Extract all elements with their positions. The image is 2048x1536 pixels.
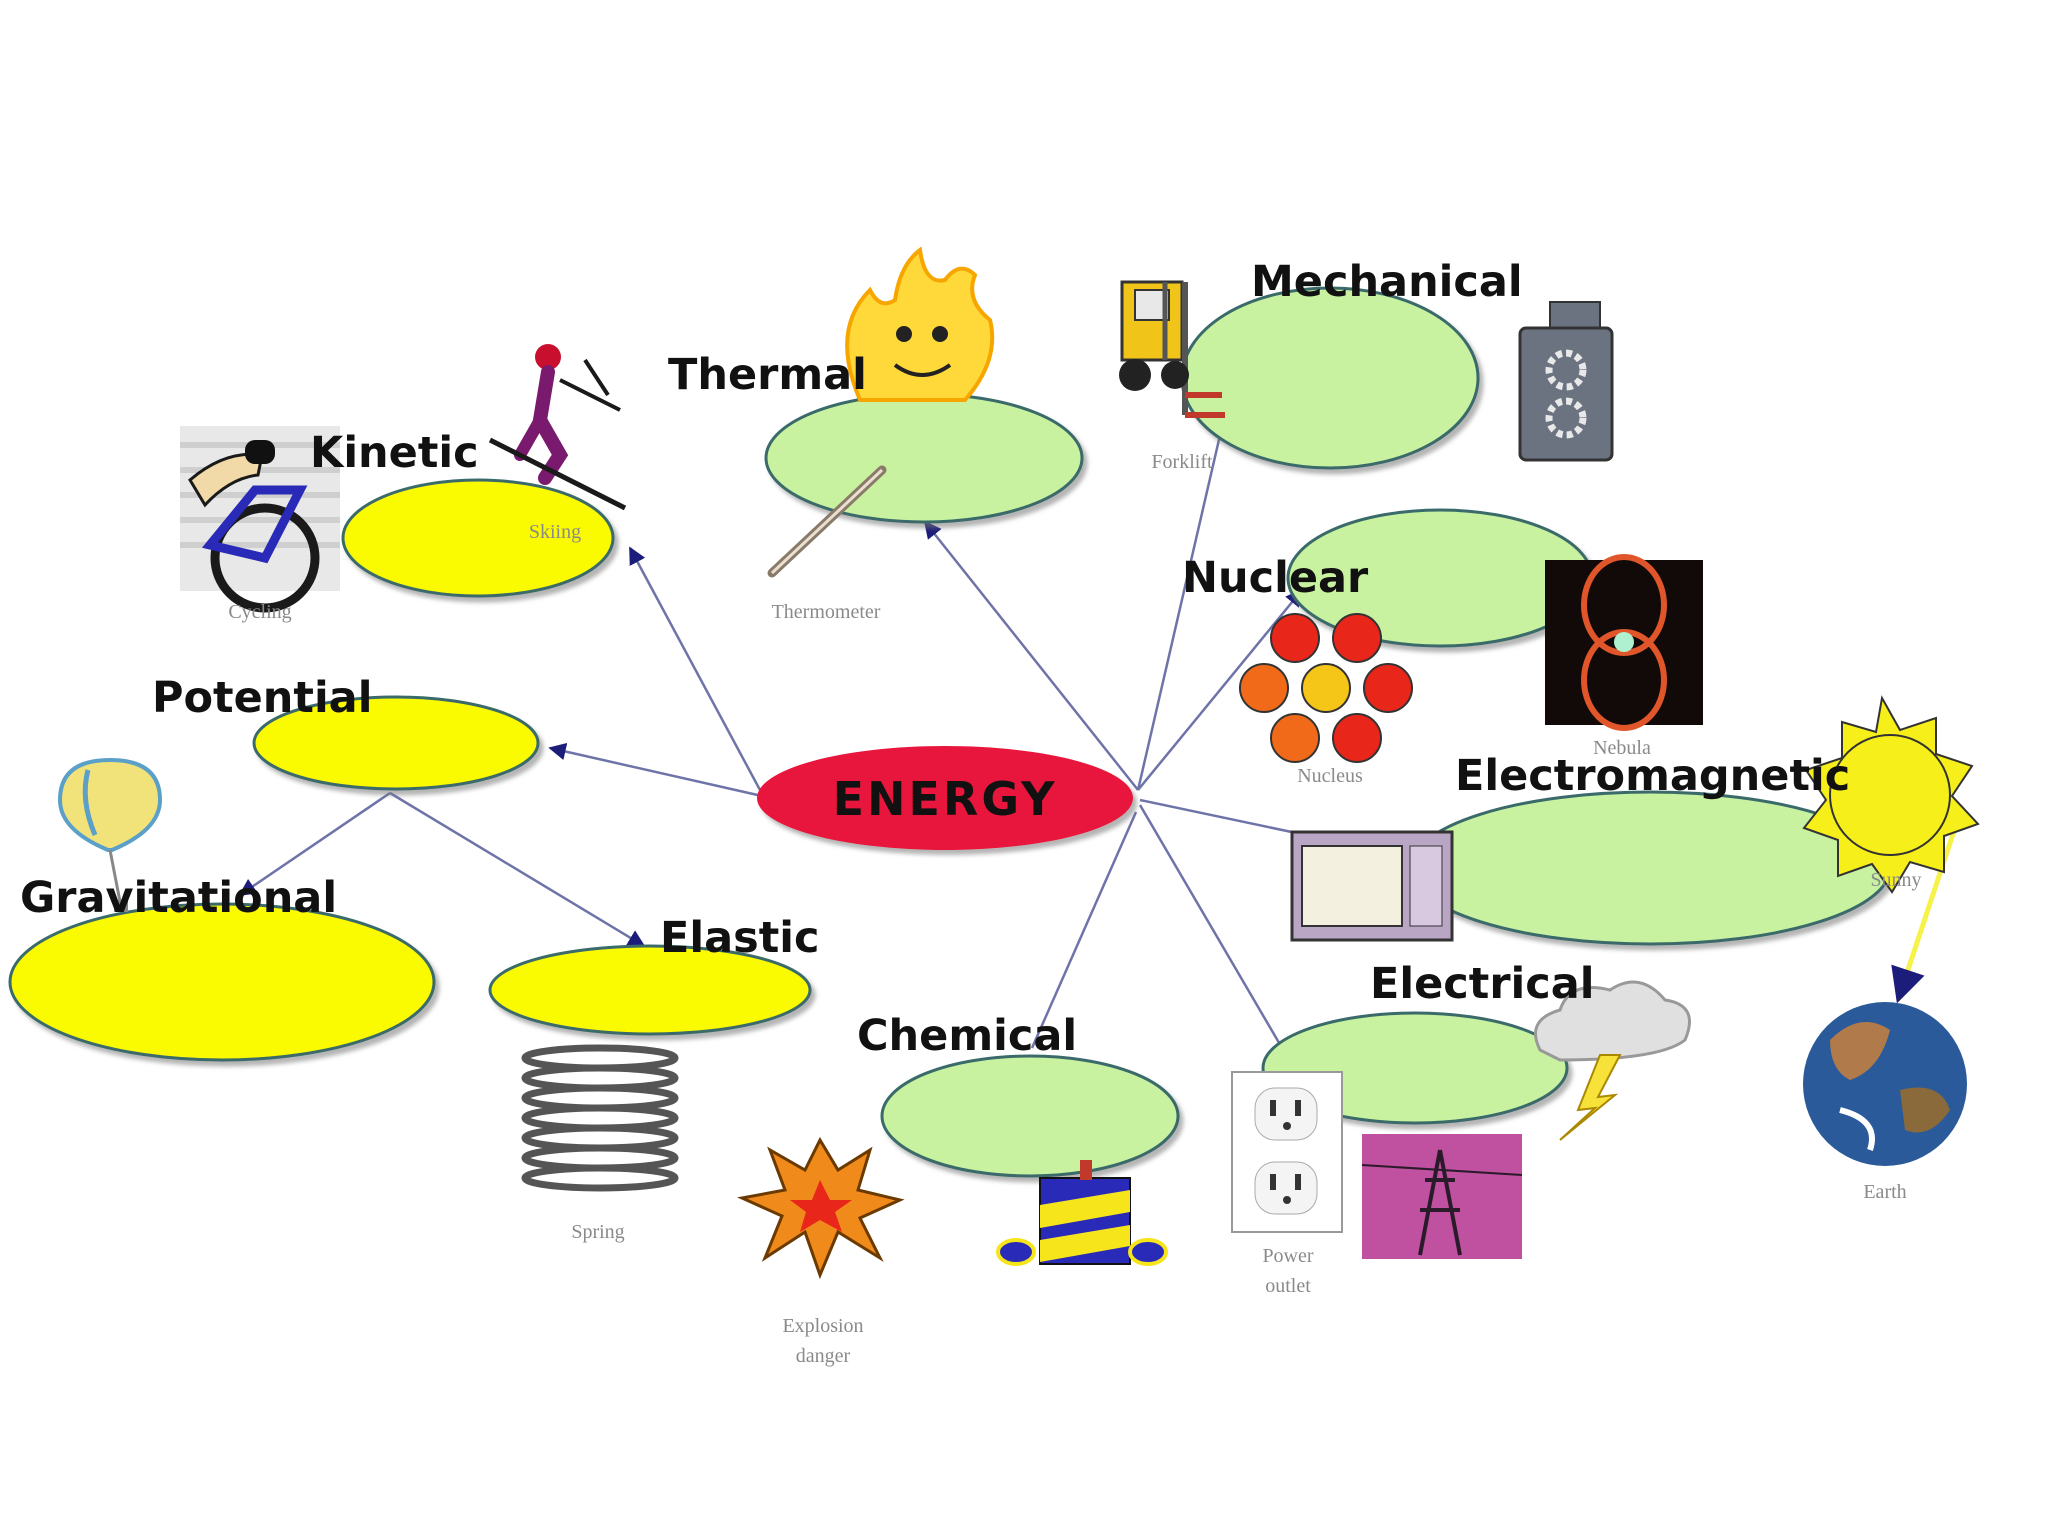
- arrow-to-electromagnetic: [1139, 798, 1321, 840]
- mechanical-node[interactable]: [1180, 286, 1480, 470]
- nucleus-icon: [1239, 613, 1413, 763]
- explosion-icon: [737, 1136, 905, 1280]
- explosion-caption-line2: danger: [796, 1345, 851, 1367]
- cycling-caption: Cycling: [228, 601, 291, 623]
- forklift-caption: Forklift: [1151, 451, 1213, 473]
- arrow-to-elastic: [389, 791, 646, 948]
- chemical-label: Chemical: [857, 1011, 1077, 1061]
- nucleus-caption: Nucleus: [1297, 765, 1363, 787]
- power-tower-icon: [1361, 1134, 1523, 1259]
- potential-label: Potential: [152, 673, 372, 723]
- arrow-to-nuclear: [1137, 588, 1304, 791]
- connectors: [238, 390, 1321, 1067]
- arrow-to-mechanical: [1136, 390, 1235, 791]
- center-node[interactable]: ENERGY: [757, 746, 1133, 850]
- skiing-caption: Skiing: [529, 521, 581, 543]
- node-shapes: [8, 286, 1892, 1178]
- gravitational-label: Gravitational: [20, 873, 337, 923]
- earth-icon: [1803, 1002, 1967, 1166]
- arrow-to-gravitational: [238, 791, 391, 897]
- electromagnetic-label: Electromagnetic: [1455, 751, 1850, 801]
- forklift-icon: [1119, 280, 1225, 418]
- explosion-caption-line1: Explosion: [782, 1315, 863, 1337]
- thermometer-caption: Thermometer: [772, 601, 881, 623]
- cyclist-icon: [180, 426, 340, 613]
- elastic-label: Elastic: [660, 913, 820, 963]
- nuclear-label: Nuclear: [1182, 553, 1369, 603]
- mechanical-label: Mechanical: [1251, 257, 1523, 307]
- storm-cloud-icon: [1534, 980, 1691, 1141]
- outlet-caption-line1: Power: [1262, 1245, 1313, 1267]
- power-outlet-icon: [1231, 1071, 1343, 1233]
- chemical-node[interactable]: [880, 1054, 1180, 1178]
- spring-icon: [521, 1044, 679, 1192]
- thermal-node[interactable]: [764, 392, 1084, 524]
- nebula-icon: [1545, 554, 1703, 731]
- sunny-caption: Sunny: [1870, 869, 1921, 891]
- center-ellipse: [757, 746, 1133, 850]
- potential-node[interactable]: [252, 695, 540, 791]
- fire-face-icon: [845, 246, 995, 402]
- kinetic-label: Kinetic: [310, 428, 479, 478]
- outlet-caption-line2: outlet: [1265, 1275, 1311, 1297]
- gear-machine-icon: [1518, 301, 1614, 462]
- arrow-to-electrical: [1138, 804, 1294, 1067]
- skier-icon: [488, 344, 627, 511]
- sun-ray: [1891, 827, 1958, 1004]
- earth-caption: Earth: [1863, 1181, 1906, 1203]
- thermometer-icon: [767, 465, 887, 578]
- center-label: ENERGY: [833, 772, 1058, 826]
- elastic-node[interactable]: [488, 944, 812, 1036]
- microwave-icon: [1290, 830, 1454, 942]
- spring-caption: Spring: [571, 1221, 624, 1243]
- node-labels: Kinetic Thermal Mechanical Nuclear Poten…: [20, 257, 1850, 1061]
- sun-icon: [1802, 695, 1980, 894]
- kinetic-node[interactable]: [341, 478, 615, 598]
- battery-icon: [996, 1160, 1168, 1266]
- arrow-to-kinetic: [628, 546, 762, 791]
- arrow-to-chemical: [1030, 811, 1138, 1049]
- electrical-label: Electrical: [1370, 959, 1595, 1009]
- thermal-label: Thermal: [668, 350, 867, 400]
- arrow-to-potential: [548, 742, 763, 798]
- gravitational-node[interactable]: [8, 902, 436, 1062]
- nebula-caption: Nebula: [1593, 737, 1651, 759]
- arrow-to-thermal: [923, 520, 1139, 791]
- hot-air-balloon-icon: [57, 757, 163, 913]
